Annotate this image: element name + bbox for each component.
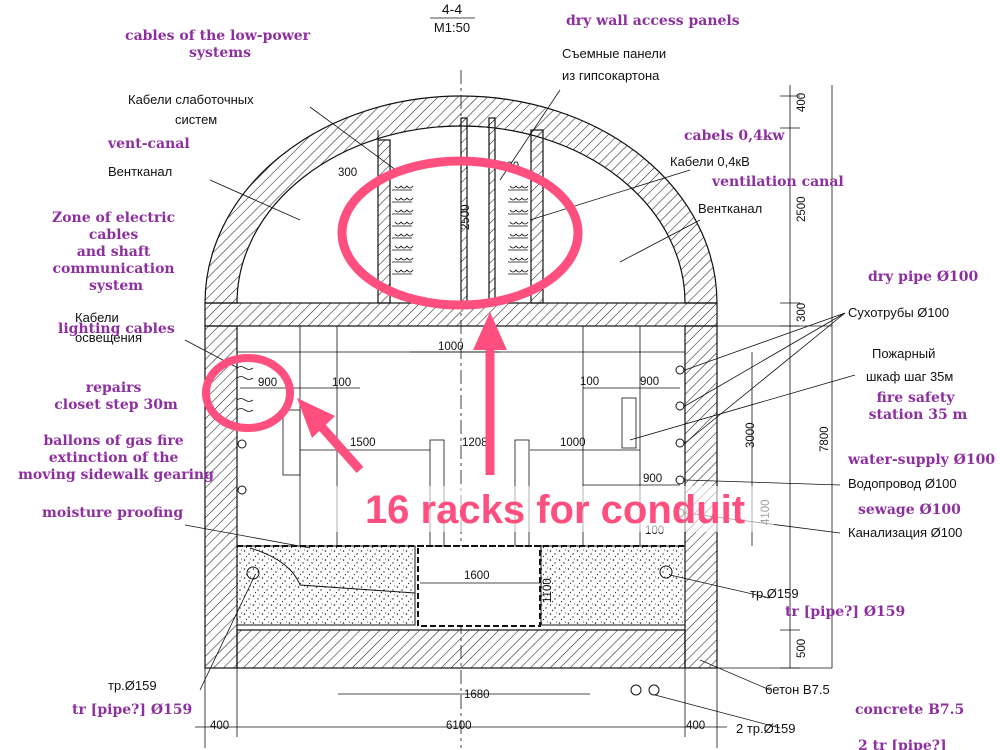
- label-ru-concrete: бетон В7.5: [765, 682, 830, 697]
- label-ru-lowpower-2: систем: [175, 112, 217, 127]
- dim-r400: 400: [796, 93, 808, 112]
- label-en-ventcanal-left: vent-canal: [107, 136, 190, 152]
- annotation-backdrop: [336, 486, 774, 532]
- dim-900-left: 900: [258, 377, 277, 389]
- label-ru-lighting-1: Кабели: [75, 310, 119, 325]
- dim-r7800: 7800: [819, 426, 831, 452]
- dim-1100: 1100: [542, 578, 554, 603]
- dim-r300: 300: [796, 303, 808, 322]
- highlight-ellipse-racks: [337, 156, 583, 310]
- cable-racks-left: [392, 185, 414, 275]
- left-wall: [204, 325, 238, 669]
- dim-2500-center: 2500: [460, 204, 472, 230]
- label-en-water: water-supply Ø100: [847, 452, 995, 468]
- label-ru-drypipe: Сухотрубы Ø100: [848, 305, 949, 320]
- dim-r3000: 3000: [745, 422, 757, 448]
- dim-100-right: 100: [580, 376, 599, 388]
- label-ru-sewer: Канализация Ø100: [848, 525, 962, 540]
- label-ru-pipe-left: тр.Ø159: [108, 678, 157, 693]
- label-ru-water: Водопровод Ø100: [848, 476, 957, 491]
- label-en-drypipe: dry pipe Ø100: [868, 269, 979, 285]
- bottom-dimension-lines: [195, 351, 727, 748]
- moisture-slope: [249, 547, 416, 594]
- label-en-ballons: ballons of gas fire extinction of the mo…: [18, 433, 214, 483]
- label-en-tr-left: tr [pipe?] Ø159: [72, 702, 192, 718]
- label-en-lighting: lighting cables: [58, 321, 175, 337]
- label-en-cables04: cabels 0,4kw: [684, 128, 785, 144]
- dim-400-bottom-left: 400: [210, 720, 229, 732]
- section-scale: M1:50: [434, 20, 470, 35]
- label-ru-two-pipes: 2 тр.Ø159: [736, 721, 795, 736]
- dim-1600: 1600: [464, 570, 490, 582]
- label-en-moisture: moisture proofing: [42, 505, 183, 521]
- dim-r500: 500: [796, 639, 808, 658]
- dim-6100: 6100: [446, 720, 472, 732]
- label-ru-ventcanal-left: Вентканал: [108, 164, 172, 179]
- center-channel: [417, 545, 541, 627]
- dim-1000-right: 1000: [560, 437, 586, 449]
- section-title: 4-4: [442, 1, 462, 17]
- label-ru-firecab-2: шкаф шаг 35м: [866, 369, 953, 384]
- label-en-repairs: repairs closet step 30m: [54, 380, 178, 413]
- label-en-firesafety: fire safety station 35 m: [869, 390, 968, 423]
- highlight-ellipse-lighting: [202, 354, 294, 432]
- dim-1208: 1208: [462, 437, 488, 449]
- dim-r2500: 2500: [796, 196, 808, 222]
- label-ru-drywall-2: из гипсокартона: [562, 68, 660, 83]
- label-en-ventcanal-right: ventilation canal: [711, 174, 844, 190]
- dim-900-right: 900: [640, 376, 659, 388]
- label-en-concrete: concrete B7.5: [855, 702, 964, 718]
- label-ru-drywall-1: Съемные панели: [562, 46, 666, 61]
- dim-300: 300: [338, 167, 357, 179]
- label-en-drywall: dry wall access panels: [566, 13, 740, 29]
- dim-1500: 1500: [350, 437, 376, 449]
- label-en-zone: Zone of electric cables and shaft commun…: [52, 210, 180, 294]
- leader-lines: [184, 89, 856, 729]
- vault-wall: [204, 95, 718, 304]
- label-ru-cables04: Кабели 0,4кВ: [670, 154, 750, 169]
- label-ru-lowpower-1: Кабели слаботочных: [128, 92, 254, 107]
- label-ru-lighting-2: освещения: [75, 330, 142, 345]
- concrete-fill-left: [236, 545, 416, 626]
- annotation-arrow-up: [473, 312, 507, 475]
- label-en-sewage: sewage Ø100: [858, 502, 961, 518]
- dim-900-right2: 900: [643, 473, 662, 485]
- label-ru-ventcanal-right: Вентканал: [698, 201, 762, 216]
- annotation-16-racks: 16 racks for conduit: [365, 488, 745, 532]
- annotation-arrow-left: [297, 398, 364, 473]
- label-en-tr-right: tr [pipe?] Ø159: [785, 604, 905, 620]
- dim-100-left: 100: [332, 377, 351, 389]
- dim-400-bottom-right: 400: [686, 720, 705, 732]
- concrete-fill-right: [540, 545, 686, 626]
- pipes: [236, 365, 685, 696]
- cable-racks-right: [508, 185, 529, 275]
- label-en-two-tr: 2 tr [pipe?]: [858, 738, 947, 750]
- bottom-slab: [236, 629, 686, 669]
- label-ru-pipe-right: тр.Ø159: [750, 586, 799, 601]
- dim-1680: 1680: [464, 689, 490, 701]
- dim-1000-top: 1000: [438, 341, 464, 353]
- label-en-lowpower: cables of the low-power systems: [125, 28, 315, 61]
- right-dimension-lines: [717, 85, 833, 669]
- label-ru-firecab-1: Пожарный: [872, 346, 935, 361]
- shaft-wall-mid-right: [488, 117, 496, 304]
